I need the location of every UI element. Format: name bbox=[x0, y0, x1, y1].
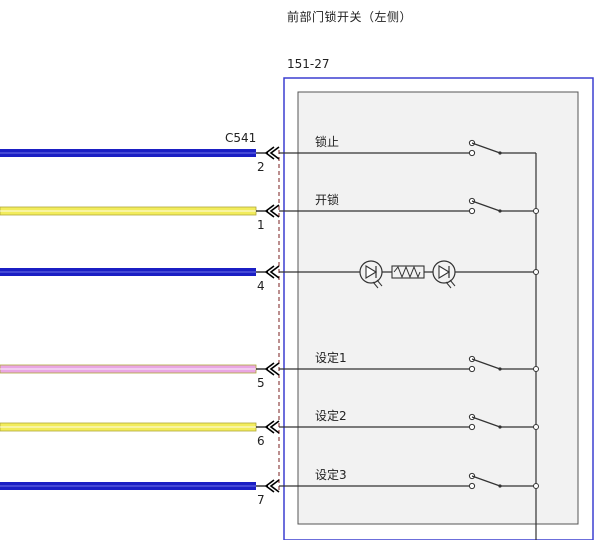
circuit-label: 开锁 bbox=[315, 192, 339, 207]
pin-number: 4 bbox=[257, 279, 265, 293]
circuit-pin-6: 6 设定2 bbox=[0, 408, 539, 448]
circuit-pin-2: 2 锁止 bbox=[0, 134, 536, 174]
pin-number: 1 bbox=[257, 218, 265, 232]
circuit-label: 设定1 bbox=[315, 350, 347, 365]
pin-number: 5 bbox=[257, 376, 265, 390]
switch-housing-body bbox=[297, 91, 579, 525]
bus-junction bbox=[533, 483, 539, 489]
pin-number: 2 bbox=[257, 160, 265, 174]
switch-contact-icon bbox=[471, 358, 501, 370]
bus-junction bbox=[533, 269, 539, 275]
switch-contact-icon bbox=[471, 142, 501, 154]
switch-contact-icon bbox=[471, 200, 501, 212]
part-number: 151-27 bbox=[287, 57, 330, 71]
pin-number: 6 bbox=[257, 434, 265, 448]
connector-id: C541 bbox=[225, 131, 257, 145]
component-title: 前部门锁开关（左侧） bbox=[287, 10, 413, 24]
circuit-pin-4: 4 bbox=[0, 260, 539, 293]
circuit-label: 设定3 bbox=[315, 467, 347, 482]
circuit-pin-7: 7 设定3 bbox=[0, 467, 539, 507]
bus-junction bbox=[533, 424, 539, 430]
pin-number: 7 bbox=[257, 493, 265, 507]
circuit-label: 设定2 bbox=[315, 408, 347, 423]
circuit-pin-5: 5 设定1 bbox=[0, 350, 539, 390]
bus-junction bbox=[533, 366, 539, 372]
bus-junction bbox=[533, 208, 539, 214]
switch-contact-icon bbox=[471, 475, 501, 487]
circuit-label: 锁止 bbox=[315, 134, 339, 149]
circuit-pin-1: 1 开锁 bbox=[0, 192, 539, 232]
switch-contact-icon bbox=[471, 416, 501, 428]
